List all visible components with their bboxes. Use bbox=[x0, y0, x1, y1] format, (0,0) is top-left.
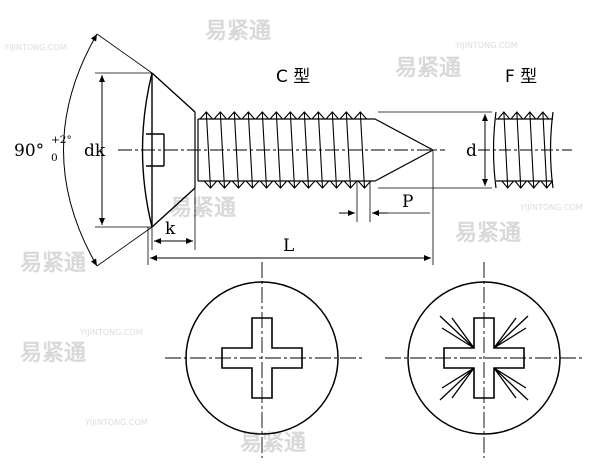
dimension-angle: 90° +2° 0 bbox=[14, 33, 153, 267]
l-label: L bbox=[283, 236, 294, 256]
thread-crest bbox=[227, 111, 246, 189]
thread-crest bbox=[339, 111, 358, 189]
k-label: k bbox=[165, 219, 176, 239]
watermark-text: 易紧通 bbox=[395, 56, 461, 81]
angle-tolerance-lower: 0 bbox=[51, 152, 58, 164]
angle-label: 90° bbox=[14, 141, 44, 161]
watermark-site: YIJINTONG.COM bbox=[454, 41, 518, 50]
watermark-text: 易紧通 bbox=[205, 19, 271, 44]
cross-recess bbox=[221, 317, 303, 399]
type-f-heading: F 型 bbox=[505, 67, 537, 87]
p-label: P bbox=[402, 192, 413, 212]
watermark-site: YIJINTONG.COM bbox=[84, 418, 148, 427]
thread-crest bbox=[311, 111, 330, 189]
watermark-site: YIJINTONG.COM bbox=[519, 203, 583, 212]
dimension-l: L bbox=[147, 150, 434, 265]
thread-crest bbox=[269, 111, 288, 189]
watermark-site: YIJINTONG.COM bbox=[3, 43, 67, 52]
thread-crest bbox=[283, 111, 302, 189]
thread-crest bbox=[510, 111, 528, 189]
thread-crest bbox=[199, 111, 218, 189]
dk-label: dk bbox=[84, 141, 106, 161]
watermark-text: 易紧通 bbox=[20, 251, 86, 276]
screw-thread-body bbox=[194, 112, 375, 188]
watermark-site: YIJINTONG.COM bbox=[79, 328, 143, 337]
angle-tolerance-upper: +2° bbox=[51, 134, 72, 146]
watermark-text: 易紧通 bbox=[20, 341, 86, 366]
recess-ribs bbox=[439, 315, 529, 401]
thread-crest bbox=[241, 111, 260, 189]
dimension-dk: dk bbox=[84, 72, 152, 228]
thread-crests bbox=[199, 111, 372, 189]
dimension-p: P bbox=[339, 181, 430, 222]
thread-crest bbox=[353, 111, 372, 189]
head-top-view-f bbox=[385, 262, 585, 458]
watermark-text: 易紧通 bbox=[170, 196, 236, 221]
dimension-d: d bbox=[378, 111, 492, 189]
d-label: d bbox=[466, 141, 477, 161]
type-c-heading: C 型 bbox=[276, 67, 310, 87]
screw-head bbox=[141, 72, 196, 228]
watermark-layer: 易紧通 易紧通 易紧通 易紧通 易紧通 易紧通 易紧通 YIJINTONG.CO… bbox=[3, 19, 583, 456]
dimension-k: k bbox=[151, 188, 196, 250]
thread-crest bbox=[213, 111, 232, 189]
thread-crest bbox=[297, 111, 316, 189]
watermark-text: 易紧通 bbox=[240, 431, 306, 456]
head-top-view-c bbox=[165, 262, 365, 458]
thread-crest bbox=[255, 111, 274, 189]
thread-crest bbox=[325, 111, 344, 189]
watermark-text: 易紧通 bbox=[455, 221, 521, 246]
